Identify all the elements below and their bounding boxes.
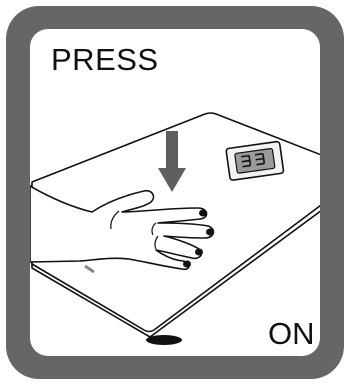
on-label: ON [268, 318, 315, 349]
press-label: PRESS [51, 44, 159, 75]
scale-display [226, 141, 284, 180]
